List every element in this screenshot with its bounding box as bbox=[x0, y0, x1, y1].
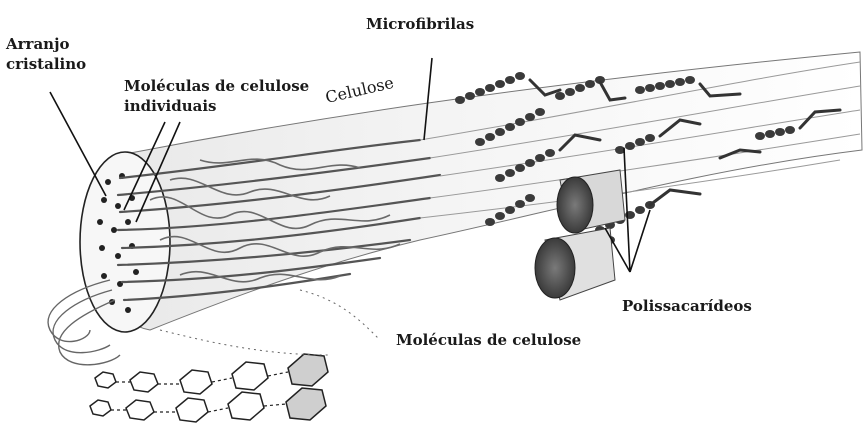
label-moleculas-ind-line2: individuais bbox=[124, 96, 309, 116]
glucose-chain-bottom bbox=[90, 388, 326, 422]
label-moleculas-ind-line1: Moléculas de celulose bbox=[124, 76, 309, 96]
label-polissacarideos: Polissacarídeos bbox=[622, 296, 752, 316]
glucose-chain-top bbox=[95, 354, 328, 394]
cross-section-end bbox=[80, 152, 170, 332]
label-arranjo-line1: Arranjo bbox=[6, 34, 86, 54]
leader-arranjo bbox=[50, 92, 106, 196]
microfibril-cut-end bbox=[535, 238, 575, 298]
label-moleculas-de-celulose: Moléculas de celulose bbox=[396, 330, 581, 350]
label-microfibrilas: Microfibrilas bbox=[366, 14, 474, 34]
label-arranjo-line2: cristalino bbox=[6, 54, 86, 74]
leader-polissacarideos-3 bbox=[630, 210, 650, 272]
label-arranjo-cristalino: Arranjo cristalino bbox=[6, 34, 86, 74]
microfibril-cut-end bbox=[557, 177, 593, 233]
label-moleculas-individuais: Moléculas de celulose individuais bbox=[124, 76, 309, 116]
